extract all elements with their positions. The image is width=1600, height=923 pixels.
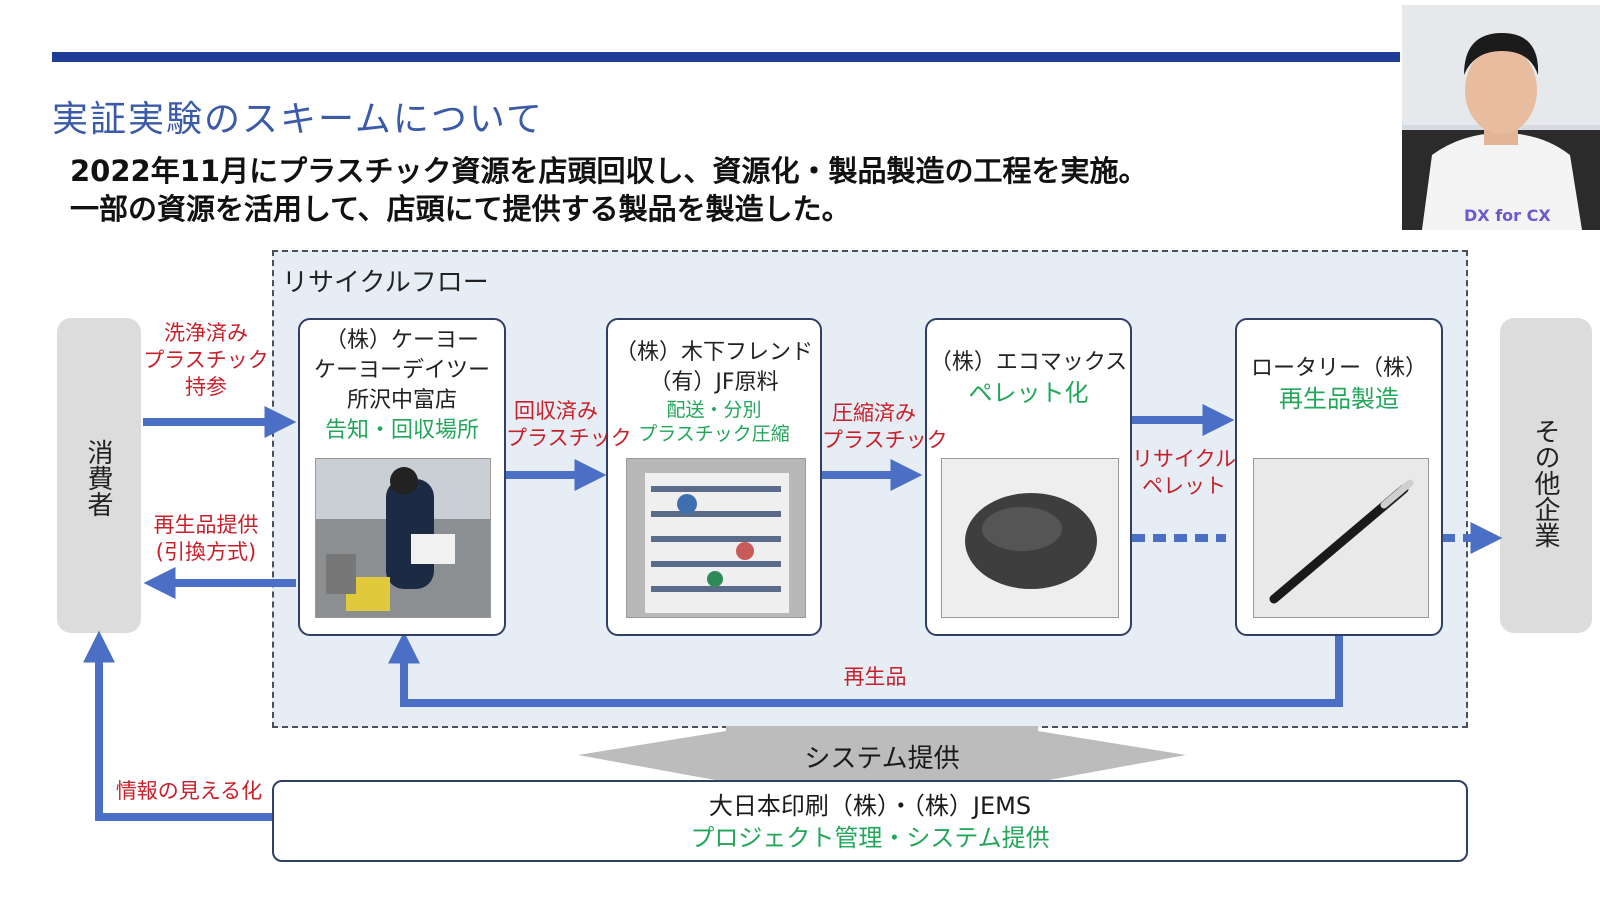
consumer-label: 消費者 bbox=[83, 439, 113, 517]
subtitle-line-1: 2022年11月にプラスチック資源を店頭回収し、資源化・製品製造の工程を実施。 bbox=[70, 154, 1148, 188]
label-recycled-product: 再生品 bbox=[843, 665, 907, 689]
photo-pellets bbox=[941, 458, 1119, 618]
label-collected-plastic: 回収済み プラスチック bbox=[506, 399, 632, 450]
slide-title: 実証実験のスキームについて bbox=[52, 99, 544, 140]
arrow-recycled-product-return bbox=[388, 631, 1343, 707]
system-provider-companies: 大日本印刷（株）・（株）JEMS bbox=[708, 792, 1032, 820]
card-keiyo-line-2: ケーヨーデイツー bbox=[313, 358, 490, 383]
card-keiyo-line-1: （株）ケーヨー bbox=[324, 328, 479, 353]
photo-compressed-plastic bbox=[626, 458, 806, 618]
card-ecomax: （株）エコマックス ペレット化 bbox=[925, 318, 1132, 636]
card-kinoshita-line-1: （株）木下フレンド bbox=[614, 340, 813, 365]
card-kinoshita-role: 配送・分別 プラスチック圧縮 bbox=[638, 399, 790, 445]
recycle-flow-label: リサイクルフロー bbox=[282, 268, 489, 298]
card-rotary-role: 再生品製造 bbox=[1279, 385, 1399, 413]
card-keiyo-line-3: 所沢中富店 bbox=[346, 388, 457, 413]
system-provision-arrow-shape bbox=[578, 726, 1186, 782]
card-ecomax-line-1: （株）エコマックス bbox=[929, 350, 1128, 375]
card-rotary-line-1: ロータリー（株） bbox=[1250, 356, 1427, 381]
system-provider-role: プロジェクト管理・システム提供 bbox=[690, 824, 1050, 852]
label-recycle-pellet: リサイクル ペレット bbox=[1132, 447, 1236, 498]
arrow-info-visualization bbox=[83, 630, 274, 821]
other-companies-box: その他企業 bbox=[1500, 318, 1592, 633]
title-rule bbox=[52, 52, 1400, 62]
label-info-visualization: 情報の見える化 bbox=[115, 779, 263, 803]
card-rotary: ロータリー（株） 再生品製造 bbox=[1235, 318, 1443, 636]
photo-store-collection bbox=[315, 458, 491, 618]
label-recycled-offer: 再生品提供 (引換方式) bbox=[153, 513, 259, 564]
shirt-logo-text: DX for CX bbox=[1464, 206, 1551, 225]
card-kinoshita-friend: （株）木下フレンド （有）JF原料 配送・分別 プラスチック圧縮 bbox=[606, 318, 822, 636]
label-compressed-plastic: 圧縮済み プラスチック bbox=[822, 401, 948, 452]
card-keiyo-store: （株）ケーヨー ケーヨーデイツー 所沢中富店 告知・回収場所 bbox=[298, 318, 506, 636]
label-washed-plastic: 洗浄済み プラスチック 持参 bbox=[143, 321, 269, 399]
subtitle-line-2: 一部の資源を活用して、店頭にて提供する製品を製造した。 bbox=[70, 192, 851, 226]
card-kinoshita-line-2: （有）JF原料 bbox=[649, 370, 779, 395]
card-keiyo-role: 告知・回収場所 bbox=[324, 418, 479, 443]
other-companies-label: その他企業 bbox=[1530, 418, 1560, 548]
system-provision-label: システム提供 bbox=[804, 744, 960, 774]
consumer-box: 消費者 bbox=[57, 318, 141, 633]
photo-recycled-pen bbox=[1253, 458, 1429, 618]
webcam-feed: DX for CX bbox=[1402, 5, 1600, 230]
system-provider-box: 大日本印刷（株）・（株）JEMS プロジェクト管理・システム提供 bbox=[272, 780, 1468, 862]
card-ecomax-role: ペレット化 bbox=[968, 379, 1089, 407]
